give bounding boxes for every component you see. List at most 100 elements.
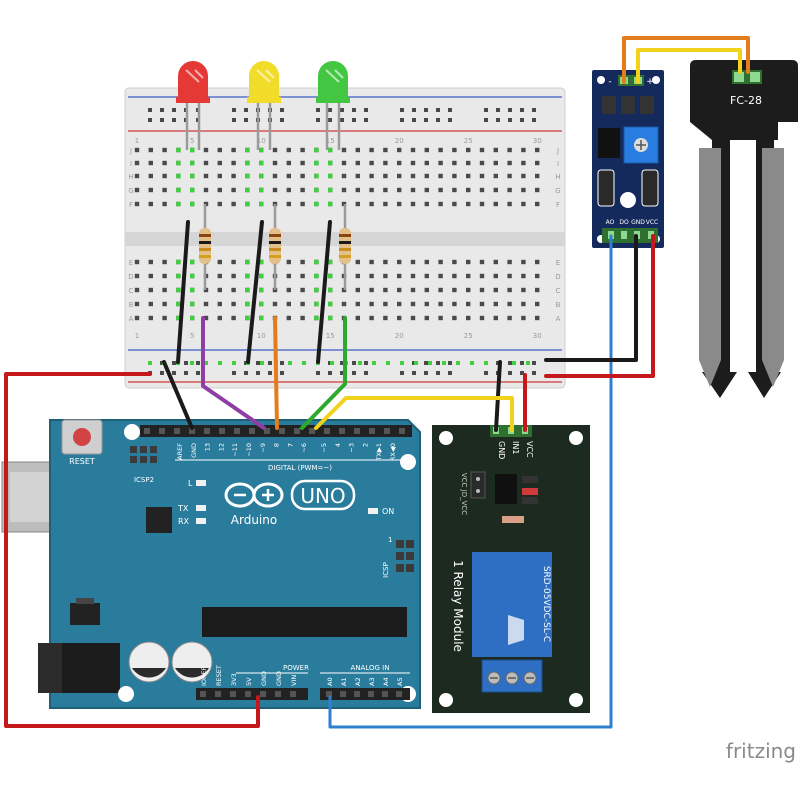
power-pin-label: RESET [215, 665, 223, 686]
row-letter: C [556, 287, 561, 295]
arduino-infinity-icon [224, 482, 284, 508]
sensor-plus-label: + [646, 77, 654, 87]
digital-pin-label: 12 [217, 443, 225, 451]
wire-relay-in-yellow [314, 396, 514, 432]
wire-arduino-gnd-black [162, 360, 194, 430]
sensor-pin-label: VCC [646, 219, 658, 226]
power-pin-label: 5V [245, 677, 253, 686]
sensor-pin-label: DO [619, 219, 629, 226]
icsp2-header [130, 446, 157, 463]
digital-label: DIGITAL (PWM=~) [268, 464, 332, 472]
analog-pin-label: A0 [326, 677, 334, 686]
column-number: 5 [190, 332, 194, 340]
analog-pin-label: A2 [354, 677, 362, 686]
power-pin-label: VIN [290, 675, 298, 686]
resistor [199, 204, 211, 290]
digital-pin-label: ~6 [300, 443, 308, 453]
wire-sensor-gnd-black [544, 234, 638, 362]
row-letter: A [556, 315, 561, 323]
relay-pin-label: VCC [525, 441, 534, 458]
row-letter: E [129, 259, 133, 267]
relay-logo-icon [508, 615, 524, 645]
power-pin-label: GND [275, 671, 283, 686]
digital-pin-label: ~10 [245, 443, 253, 457]
row-letter: J [129, 147, 132, 155]
resistor [339, 204, 351, 290]
row-letter: F [129, 201, 133, 209]
analog-pin-label: A4 [382, 677, 390, 686]
digital-pin-label: RX◀0 [389, 443, 397, 461]
led-group [176, 61, 350, 150]
row-letter: G [555, 187, 560, 195]
digital-pin-label: ~9 [259, 443, 267, 453]
digital-pin-label: TX▶1 [375, 443, 383, 462]
power-pin-label: 3V3 [230, 673, 238, 686]
model-label: UNO [300, 484, 345, 508]
rx-label: RX [178, 517, 190, 526]
led-red [176, 61, 210, 150]
sensor-pin-label: GND [631, 219, 645, 226]
wire-led2-gnd-black [246, 220, 264, 364]
wire-sensor-vcc-red [544, 234, 655, 378]
digital-pin-label: AREF [176, 443, 184, 460]
led-green [316, 61, 350, 150]
wire-pin7-green [300, 316, 347, 430]
wires [4, 36, 750, 729]
digital-pin-label: 2 [361, 443, 369, 447]
column-number: 30 [533, 137, 542, 145]
digital-pin-label: 13 [204, 443, 212, 451]
row-letter: F [556, 201, 560, 209]
row-letter: H [555, 173, 560, 181]
power-label: POWER [283, 664, 309, 672]
digital-pin-label: ~3 [348, 443, 356, 453]
resistor-group [199, 204, 351, 290]
column-number: 25 [464, 137, 473, 145]
row-letter: G [128, 187, 133, 195]
column-number: 15 [326, 332, 335, 340]
capacitor [128, 641, 170, 683]
wire-5v-red [4, 372, 260, 728]
row-letter: D [555, 273, 560, 281]
soil-probe: FC-28 [690, 60, 798, 398]
relay-pin-label: GND [497, 441, 506, 459]
wire-probe-orange [622, 36, 750, 84]
row-letter: B [129, 301, 134, 309]
row-letter: E [556, 259, 560, 267]
column-number: 20 [395, 332, 404, 340]
column-number: 5 [190, 137, 194, 145]
column-number: 1 [135, 137, 139, 145]
icsp2-label: ICSP2 [134, 476, 154, 484]
icsp-pin1-label: 1 [388, 536, 392, 544]
digital-pin-label: ~5 [320, 443, 328, 453]
power-pin-label: GND [260, 671, 268, 686]
wire-led1-gnd-black [176, 220, 190, 364]
column-number: 15 [326, 137, 335, 145]
row-letter: B [556, 301, 561, 309]
relay-jumper-label: VCC JD_VCC [460, 473, 468, 515]
row-letter: J [556, 147, 559, 155]
power-pin-label: IOREF [200, 666, 208, 686]
analog-pin-label: A5 [396, 677, 404, 686]
row-letter: C [129, 287, 134, 295]
probe-label: FC-28 [730, 94, 762, 107]
digital-pin-label: 8 [273, 443, 281, 447]
fritzing-watermark: fritzing [726, 739, 796, 763]
column-number: 1 [135, 332, 139, 340]
relay-model-label: SRD-05VDC-SL-C [541, 566, 551, 642]
tx-label: TX [177, 504, 189, 513]
wire-probe-yellow [636, 48, 742, 84]
row-letter: I [130, 160, 132, 168]
brand-label: Arduino [231, 513, 277, 527]
screw-terminal [481, 659, 543, 693]
wire-pin8-orange [273, 316, 279, 430]
row-letter: A [129, 315, 134, 323]
analog-pin-label: A3 [368, 677, 376, 686]
row-letter: H [128, 173, 133, 181]
sensor-minus-label: - [608, 77, 611, 87]
wire-led3-gnd-black [316, 220, 332, 364]
column-number: 30 [533, 332, 542, 340]
